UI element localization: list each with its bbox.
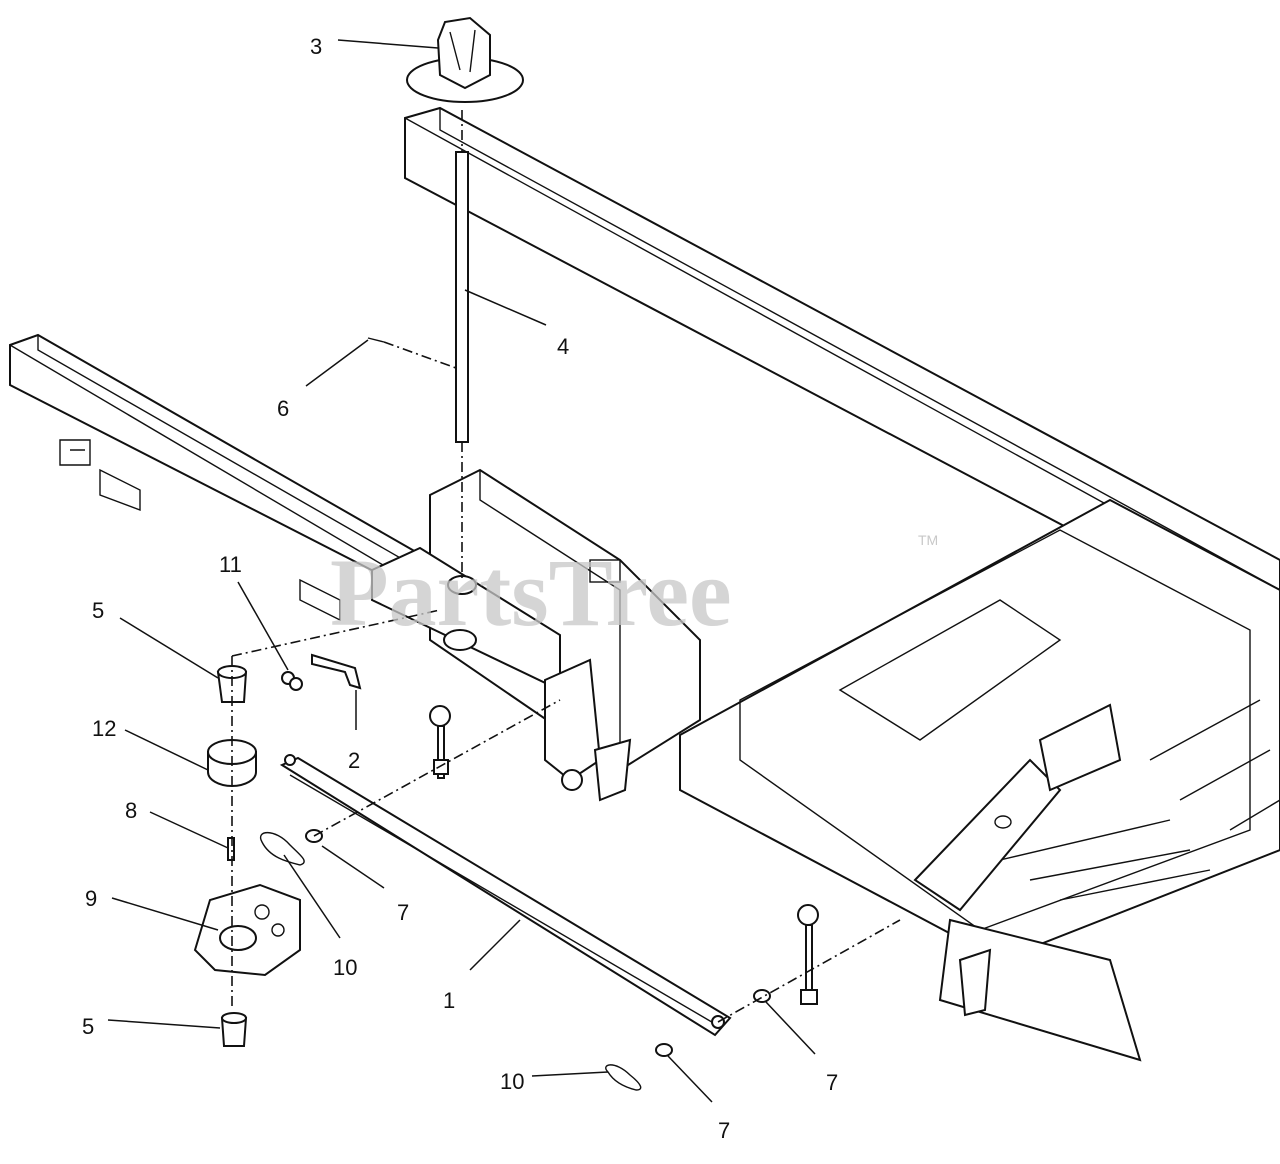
deck-pan (679, 498, 1280, 962)
callout-7-bottom: 7 (718, 1118, 730, 1143)
callout-labels: 3 4 6 11 5 2 12 8 9 7 10 1 5 10 7 7 (82, 34, 838, 1143)
left-part-stack (193, 609, 441, 1047)
callout-2: 2 (348, 748, 360, 773)
callout-5-bottom: 5 (82, 1014, 94, 1039)
callout-3: 3 (310, 34, 322, 59)
washers-hairpins (259, 699, 901, 1091)
roll-pin (367, 337, 457, 369)
leader-lines (107, 39, 816, 1103)
nut-and-clip (281, 653, 362, 691)
callout-6: 6 (277, 396, 289, 421)
watermark-text: PartsTree (330, 539, 732, 646)
callout-9: 9 (85, 886, 97, 911)
callout-4: 4 (557, 334, 569, 359)
callout-7-right: 7 (826, 1070, 838, 1095)
callout-10-lower: 10 (500, 1069, 524, 1094)
callout-1: 1 (443, 988, 455, 1013)
callout-8: 8 (125, 798, 137, 823)
watermark-tm: TM (918, 532, 938, 548)
watermark: PartsTree TM (330, 532, 938, 646)
callout-5-top: 5 (92, 598, 104, 623)
adjustment-rod (455, 110, 469, 578)
right-pivot-arm (913, 703, 1142, 1062)
callout-11: 11 (219, 552, 242, 577)
callout-10-upper: 10 (333, 955, 357, 980)
callout-12: 12 (92, 716, 116, 741)
center-bracket (371, 468, 701, 802)
lift-bar (279, 754, 732, 1037)
callout-7-left: 7 (397, 900, 409, 925)
height-adjust-knob (406, 16, 524, 103)
